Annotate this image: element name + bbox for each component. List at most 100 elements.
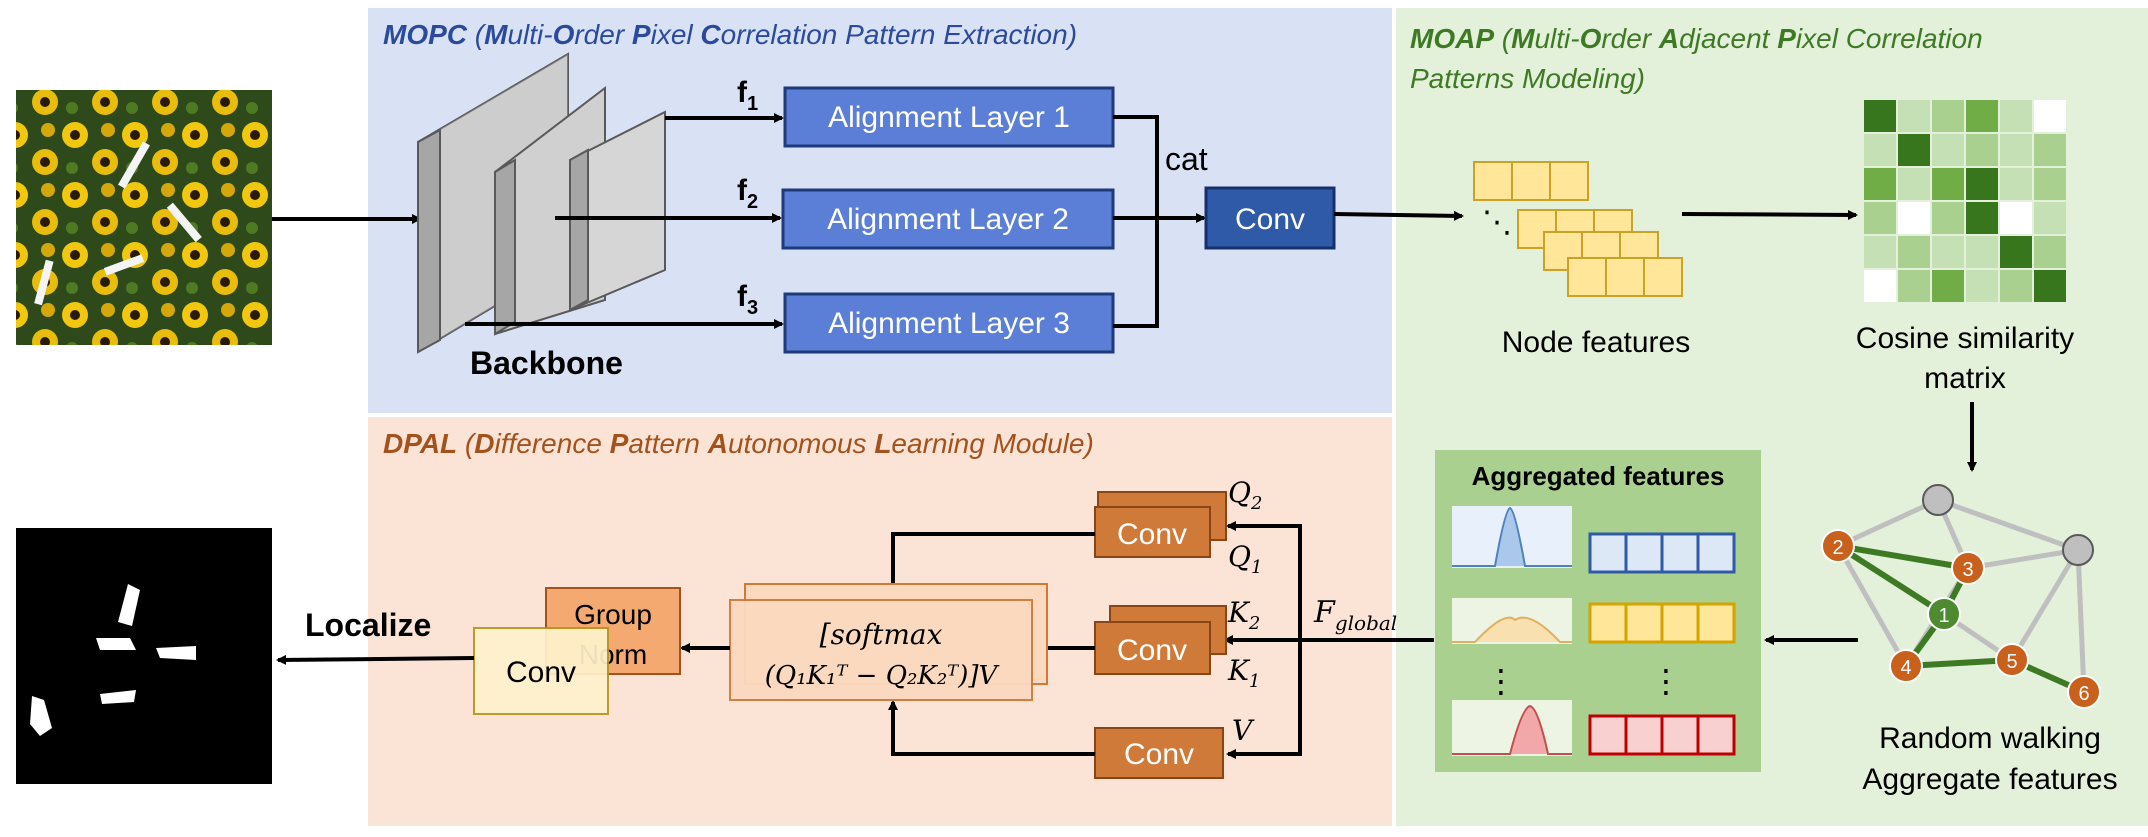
moap-title-line2: Patterns Modeling)	[1410, 63, 1645, 94]
matrix-cell	[1966, 270, 1998, 302]
node-features: ⋱	[1473, 161, 1683, 297]
k1-label: K1	[1227, 654, 1260, 692]
aggregated-feature-cell	[1624, 714, 1664, 756]
matrix-cell	[1864, 168, 1896, 200]
dpal-rest-part-8: earning Module)	[891, 428, 1093, 459]
matrix-cell	[1864, 236, 1896, 268]
matrix-cell	[1864, 270, 1896, 302]
svg-text:(Q₁K₁ᵀ − Q₂K₂ᵀ)]V: (Q₁K₁ᵀ − Q₂K₂ᵀ)]V	[765, 661, 1000, 691]
node-feature-cell	[1643, 257, 1683, 297]
aggregated-feature-cell	[1660, 602, 1700, 644]
random-walk-label-1: Random walking	[1879, 722, 2101, 755]
graph-node-grey-1	[1922, 484, 1954, 516]
aggregated-feature-cell	[1588, 714, 1628, 756]
moap-rest-part-4: rder	[1601, 23, 1659, 54]
svg-text:Conv: Conv	[1117, 634, 1187, 667]
matrix-cell	[2034, 168, 2066, 200]
k2-label: K2	[1227, 596, 1260, 634]
random-walk-graph: 1 2 3 4 5 6	[1821, 484, 2101, 709]
dpal-rest-part-5: A	[707, 428, 728, 459]
matrix-cell	[2000, 202, 2032, 234]
svg-text:Conv: Conv	[1235, 203, 1305, 236]
dpal-rest-part-1: D	[474, 428, 494, 459]
distribution-red	[1452, 700, 1572, 756]
matrix-cell	[1932, 100, 1964, 132]
svg-text:Conv: Conv	[1117, 518, 1187, 551]
backbone-label: Backbone	[470, 345, 623, 381]
vdots-right: ⋮	[1650, 663, 1682, 699]
feature-label-3: f3	[737, 280, 758, 319]
matrix-cell	[1966, 236, 1998, 268]
matrix-cell	[1932, 134, 1964, 166]
svg-text:Conv: Conv	[1124, 738, 1194, 771]
matrix-cell	[1966, 168, 1998, 200]
aggregated-feature-cell	[1624, 602, 1664, 644]
distribution-blue	[1452, 506, 1572, 568]
matrix-cell	[2000, 134, 2032, 166]
moap-rest-part-5: A	[1658, 23, 1679, 54]
matrix-cell	[2034, 270, 2066, 302]
backbone	[417, 52, 666, 354]
distribution-yellow	[1452, 598, 1572, 644]
dpal-rest-part-6: utonomous	[728, 428, 874, 459]
matrix-cell	[2034, 202, 2066, 234]
mopc-title: MOPC (Multi-Order Pixel Correlation Patt…	[383, 19, 1077, 50]
aggregated-feature-cell	[1588, 532, 1628, 574]
mopc-rest-part-0: (	[467, 19, 487, 50]
q1-label: Q1	[1228, 540, 1262, 578]
node-feature-cell	[1605, 257, 1645, 297]
matrix-cell	[1864, 100, 1896, 132]
matrix-cell	[2000, 236, 2032, 268]
cat-connector-top	[1113, 115, 1159, 328]
group-norm: Group Norm	[545, 587, 681, 675]
graph-node-5: 5	[1995, 643, 2029, 677]
svg-text:3: 3	[1962, 559, 1973, 581]
mopc-rest-part-4: rder	[574, 19, 632, 50]
random-walk-label-2: Aggregate features	[1862, 763, 2117, 796]
graph-node-4: 4	[1889, 649, 1923, 683]
svg-text:Group: Group	[574, 599, 652, 630]
aggregated-feature-cell	[1588, 602, 1628, 644]
graph-node-3: 3	[1951, 551, 1985, 585]
graph-node-6: 6	[2067, 675, 2101, 709]
moap-rest-part-6: djacent	[1679, 23, 1777, 54]
matrix-cell	[1932, 270, 1964, 302]
node-feature-cell	[1549, 161, 1589, 201]
node-feature-cell	[1511, 161, 1551, 201]
matrix-cell	[1966, 100, 1998, 132]
q-to-attn-arrow	[888, 532, 1095, 594]
matrix-cell	[1932, 168, 1964, 200]
matrix-cell	[1932, 236, 1964, 268]
conv-k: Conv	[1094, 605, 1227, 675]
aggregated-feature-cell	[1696, 532, 1736, 574]
aggregated-feature-cell	[1696, 714, 1736, 756]
dpal-rest-part-2: ifference	[495, 428, 610, 459]
svg-text:[softmax: [softmax	[820, 618, 943, 651]
mopc-rest-part-3: O	[553, 19, 575, 50]
dpal-title: DPAL (Difference Pattern Autonomous Lear…	[383, 428, 1094, 459]
matrix-cell	[2000, 270, 2032, 302]
cosine-label-1: Cosine similarity	[1856, 322, 2074, 355]
input-image	[16, 90, 272, 345]
alignment-layer-2: Alignment Layer 2	[781, 188, 1115, 250]
matrix-cell	[1898, 270, 1930, 302]
qkv-bus-v	[1226, 640, 1302, 759]
qkv-bus	[1226, 521, 1302, 640]
aggregated-feature-cell	[1660, 532, 1700, 574]
graph-node-grey-2	[2062, 534, 2094, 566]
node-ellipsis: ⋱	[1482, 206, 1512, 239]
localize-label: Localize	[305, 607, 431, 643]
dpal-rest-part-7: L	[874, 428, 891, 459]
aggregated-feature-cell	[1696, 602, 1736, 644]
aggregated-title: Aggregated features	[1472, 461, 1725, 491]
moap-rest-part-3: O	[1580, 23, 1602, 54]
aggregated-feature-cell	[1624, 532, 1664, 574]
v-to-attn-arrow	[888, 700, 1095, 756]
alignment-layer-1: Alignment Layer 1	[783, 86, 1115, 148]
f-global-label: Fglobal	[1313, 595, 1397, 635]
svg-text:5: 5	[2006, 651, 2017, 673]
matrix-cell	[1966, 202, 1998, 234]
node-feature-cell	[1543, 231, 1583, 271]
